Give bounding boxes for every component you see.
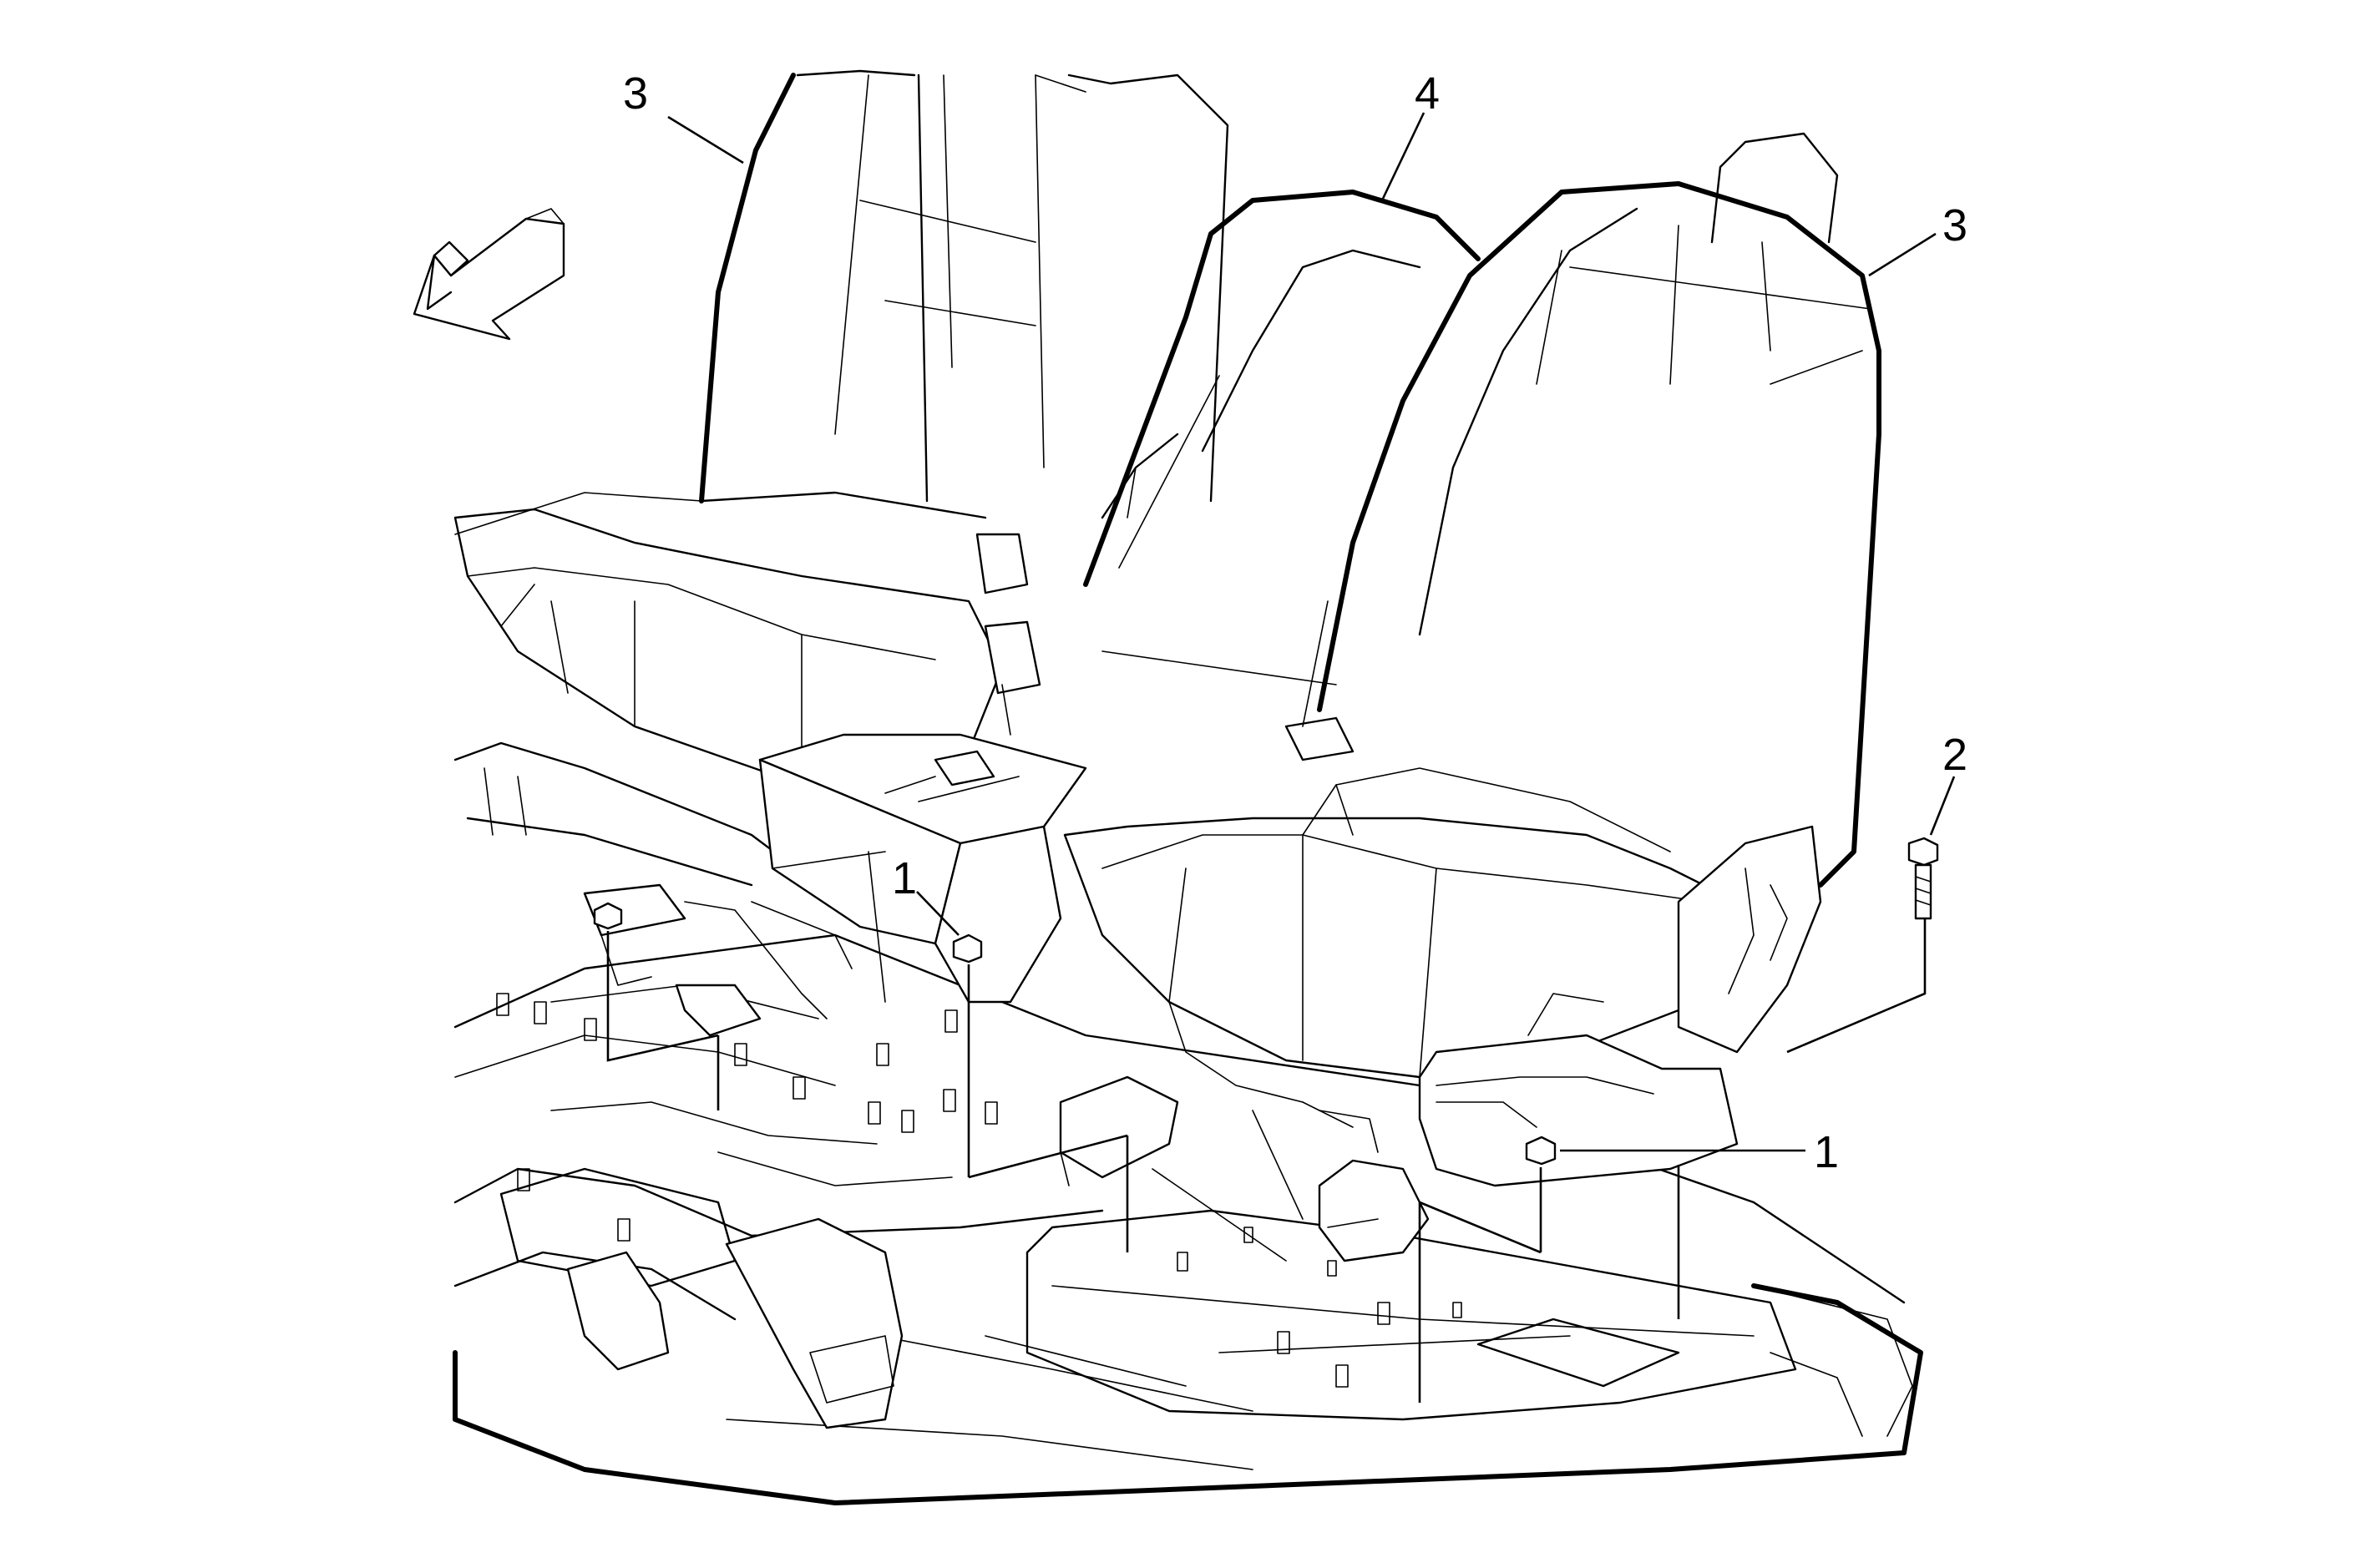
nut-right-icon — [1525, 1136, 1557, 1166]
floor-pan — [453, 933, 1923, 1505]
right-seat — [1063, 132, 1881, 1262]
callout-4-center-seat-label: 4 — [1415, 68, 1440, 119]
installation-leader-lines — [606, 918, 1927, 1403]
callout-2-bolt-label: 2 — [1942, 730, 1967, 780]
fasteners — [593, 837, 1939, 1166]
callout-3-left-seat-label: 3 — [623, 68, 648, 119]
callout-1-right-nut-label: 1 — [1814, 1127, 1839, 1177]
callout-3-right-seat-label: 3 — [1942, 200, 1967, 250]
forward-direction-arrow-icon — [413, 208, 565, 341]
center-seat — [758, 190, 1481, 1186]
callout-leaders — [667, 112, 1956, 1152]
bolt-icon — [1907, 837, 1939, 920]
callout-1-upper-nut-label: 1 — [892, 853, 917, 903]
floor-studs — [496, 993, 1462, 1388]
nut-upper-icon — [952, 933, 983, 964]
